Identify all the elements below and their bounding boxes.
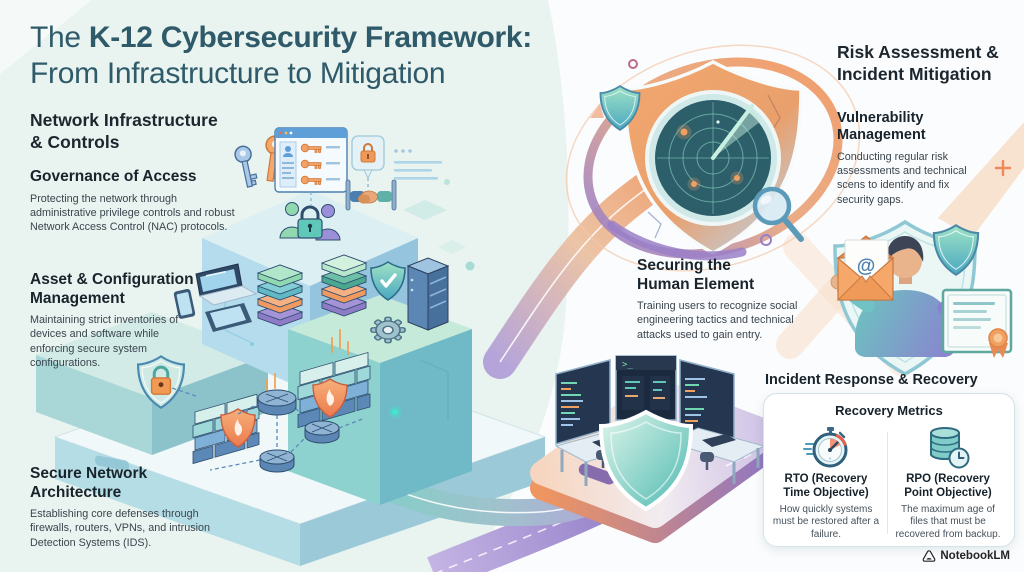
watermark-label: NotebookLM — [940, 550, 1010, 562]
title-line-2: From Infrastructure to Mitigation — [30, 57, 446, 90]
gear-icon — [370, 316, 406, 344]
incident-response-heading: Incident Response & Recovery — [765, 372, 978, 388]
radar-shield-icon — [565, 44, 1012, 272]
at-symbol: @ — [857, 256, 876, 277]
person-illustration: @ — [830, 219, 1013, 376]
shield-check-icon — [370, 261, 406, 301]
metric-title: RPO (Recovery Point Objective) — [904, 473, 992, 499]
envelope-at-icon: @ — [836, 235, 895, 301]
metric-body: The maximum age of files that must be re… — [895, 503, 1001, 541]
section-heading: Governance of Access — [30, 168, 197, 185]
magnifier-icon — [752, 186, 804, 242]
metric-body: How quickly systems must be restored aft… — [772, 503, 880, 541]
soc-shield-icon — [598, 409, 694, 512]
metric-title: RTO (Recovery Time Objective) — [783, 473, 869, 499]
card-divider — [887, 432, 888, 534]
page-title: The K-12 Cybersecurity Framework: From I… — [30, 20, 532, 92]
database-clock-icon — [930, 427, 970, 469]
tablet-icon — [205, 303, 252, 332]
spark-lines — [266, 329, 349, 391]
section-body: Training users to recognize social engin… — [637, 300, 798, 341]
browser-window-icon — [274, 127, 348, 206]
section-governance: Governance of Access Protecting the netw… — [30, 168, 248, 234]
recovery-metrics-card: Recovery Metrics RTO (Recovery Time Obje… — [763, 393, 1015, 547]
section-body: Conducting regular risk assessments and … — [837, 150, 967, 206]
phone-icon — [173, 288, 196, 319]
left-column-header: Network Infrastructure & Controls — [30, 110, 218, 152]
padlock-icon — [297, 205, 323, 239]
card-title: Recovery Metrics — [835, 403, 943, 418]
section-vulnerability: Vulnerability Management Conducting regu… — [837, 110, 1002, 207]
title-line-1: The K-12 Cybersecurity Framework: — [30, 21, 532, 54]
laptop-icon — [195, 263, 258, 306]
section-asset-config: Asset & Configuration Management Maintai… — [30, 271, 210, 370]
infrastructure-stack-illustration — [36, 127, 638, 566]
terminal-prompt: >_ — [622, 360, 633, 370]
metric-rpo: RPO (Recovery Point Objective) The maxim… — [892, 424, 1004, 542]
section-heading: Secure Network Architecture — [30, 465, 148, 501]
section-body: Establishing core defenses through firew… — [30, 508, 211, 549]
right-column-header: Risk Assessment & Incident Mitigation — [837, 42, 999, 84]
soc-platform-illustration: >_ — [530, 355, 782, 543]
layer-stack-icon — [256, 254, 368, 327]
decorative-list-lines — [394, 149, 442, 180]
router-icon — [171, 387, 366, 473]
section-body: Protecting the network through administr… — [30, 192, 235, 234]
watermark: NotebookLM — [922, 549, 1010, 563]
section-heading: Vulnerability Management — [837, 110, 926, 144]
section-secure-network: Secure Network Architecture Establishing… — [30, 465, 230, 550]
stopwatch-icon — [803, 427, 848, 468]
section-human-element: Securing the Human Element Training user… — [637, 257, 832, 342]
certificate-icon — [941, 288, 1013, 358]
padlock-bubble-icon — [351, 135, 385, 188]
section-body: Maintaining strict inventories of device… — [30, 314, 179, 369]
notebooklm-logo-icon — [922, 550, 936, 562]
handshake-icon — [345, 179, 397, 211]
firewall-icon — [192, 351, 371, 465]
shield-lock-icon — [136, 355, 186, 409]
metric-rto: RTO (Recovery Time Objective) How quickl… — [770, 424, 882, 542]
section-heading: Asset & Configuration Management — [30, 271, 194, 307]
monitor-icon: >_ — [555, 355, 735, 446]
plus-icon — [994, 159, 1012, 177]
server-rack-icon — [406, 257, 450, 331]
section-heading: Securing the Human Element — [637, 257, 755, 293]
